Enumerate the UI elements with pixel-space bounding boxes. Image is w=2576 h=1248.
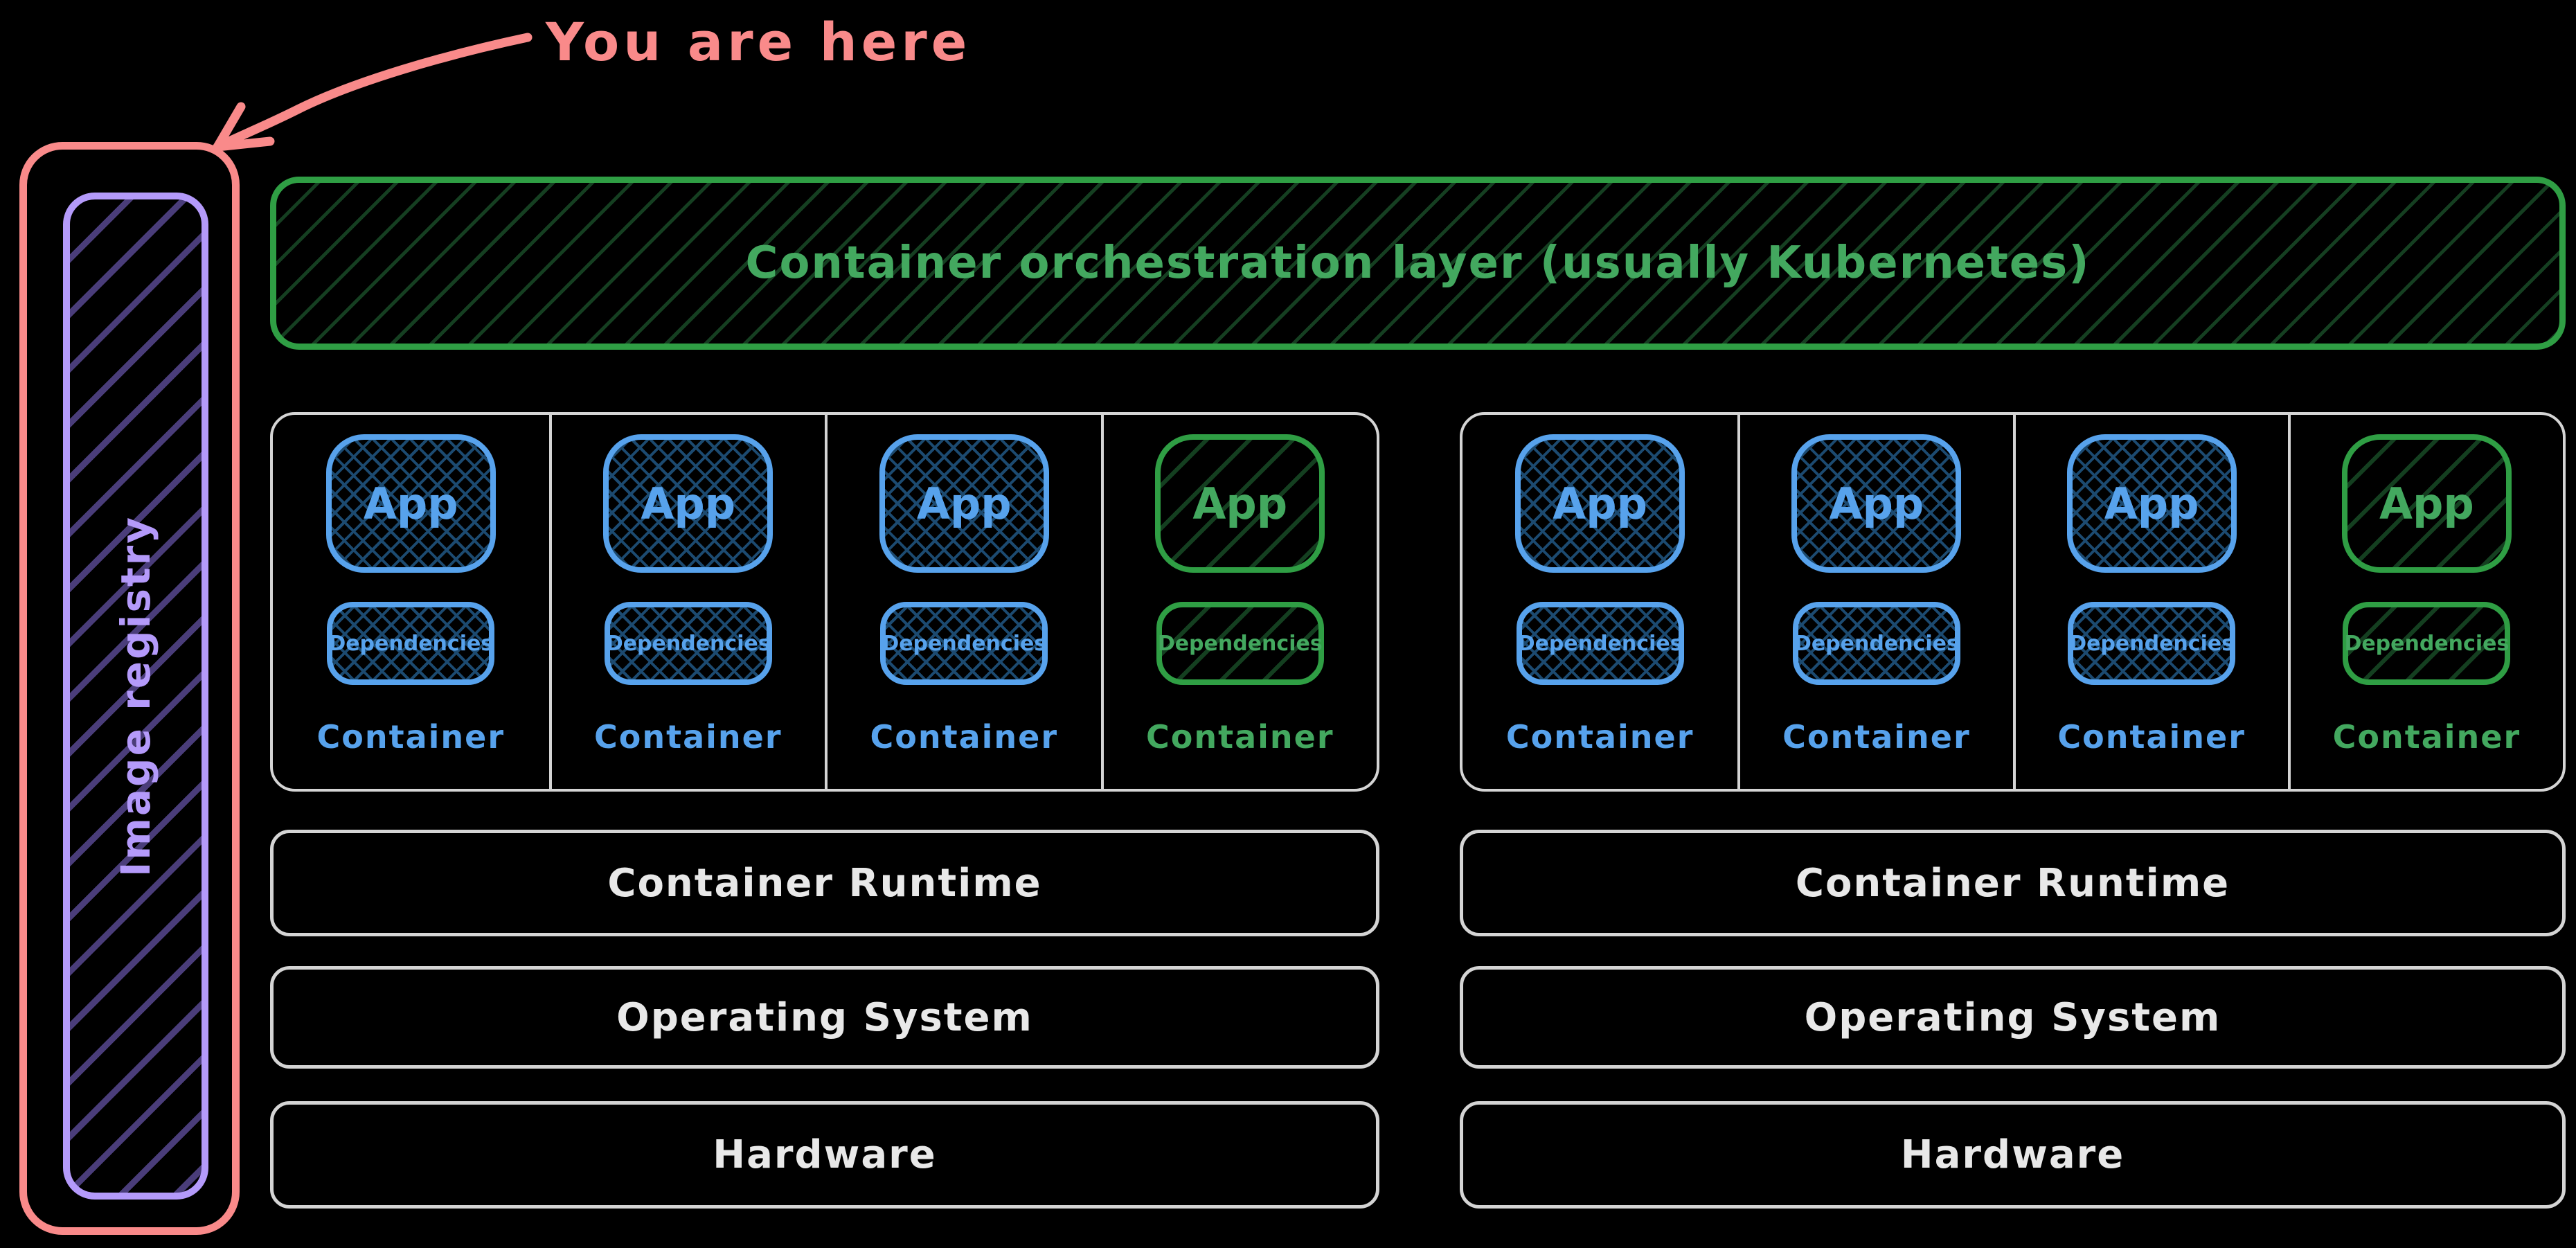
container-label: Container xyxy=(870,718,1059,756)
layer-box-container-runtime: Container Runtime xyxy=(1460,830,2566,936)
orchestration-layer-label: Container orchestration layer (usually K… xyxy=(745,238,2091,289)
app-label: App xyxy=(641,478,736,529)
dependencies-box: Dependencies xyxy=(1792,602,1960,685)
app-box: App xyxy=(1155,434,1325,573)
app-box: App xyxy=(1515,434,1685,573)
container-column: App Dependencies Container xyxy=(1737,415,2012,789)
container-label: Container xyxy=(2057,718,2246,756)
app-box: App xyxy=(1791,434,1962,573)
layer-label: Operating System xyxy=(616,995,1033,1040)
dependencies-label: Dependencies xyxy=(1517,631,1683,656)
app-box: App xyxy=(603,434,773,573)
dependencies-label: Dependencies xyxy=(1794,631,1959,656)
layer-label: Operating System xyxy=(1804,995,2221,1040)
layer-label: Hardware xyxy=(1900,1132,2125,1177)
orchestration-layer-box: Container orchestration layer (usually K… xyxy=(270,177,2566,350)
container-label: Container xyxy=(2332,718,2521,756)
dependencies-label: Dependencies xyxy=(605,631,771,656)
app-box: App xyxy=(2066,434,2237,573)
dependencies-box: Dependencies xyxy=(327,602,495,685)
container-column: App Dependencies Container xyxy=(2012,415,2288,789)
app-label: App xyxy=(1553,478,1647,529)
container-label: Container xyxy=(316,718,506,756)
app-label: App xyxy=(363,478,458,529)
container-column: App Dependencies Container xyxy=(1100,415,1377,789)
node-stack-2: App Dependencies Container App Dependenc… xyxy=(1460,412,2566,1209)
container-column: App Dependencies Container xyxy=(1463,415,1737,789)
layer-box-container-runtime: Container Runtime xyxy=(270,830,1379,936)
dependencies-label: Dependencies xyxy=(2344,631,2510,656)
dependencies-label: Dependencies xyxy=(328,631,494,656)
containers-group: App Dependencies Container App Dependenc… xyxy=(270,412,1379,792)
app-label: App xyxy=(916,478,1012,529)
app-label: App xyxy=(1192,478,1288,529)
layer-label: Container Runtime xyxy=(607,860,1042,906)
container-label: Container xyxy=(1782,718,1971,756)
dependencies-box: Dependencies xyxy=(2343,602,2511,685)
dependencies-label: Dependencies xyxy=(1157,631,1323,656)
containers-group: App Dependencies Container App Dependenc… xyxy=(1460,412,2566,792)
layer-box-hardware: Hardware xyxy=(1460,1101,2566,1209)
image-registry-inner-box: Image registry xyxy=(63,193,208,1200)
dependencies-box: Dependencies xyxy=(1156,602,1324,685)
layer-label: Container Runtime xyxy=(1795,860,2230,906)
image-registry-label: Image registry xyxy=(112,515,160,877)
layer-box-operating-system: Operating System xyxy=(270,966,1379,1069)
image-registry-box: Image registry xyxy=(19,142,240,1235)
container-column: App Dependencies Container xyxy=(2287,415,2563,789)
dependencies-box: Dependencies xyxy=(880,602,1048,685)
app-label: App xyxy=(2379,478,2474,529)
you-are-here-label: You are here xyxy=(546,11,972,73)
app-box: App xyxy=(2341,434,2512,573)
container-label: Container xyxy=(593,718,782,756)
app-box: App xyxy=(325,434,496,573)
node-stack-1: App Dependencies Container App Dependenc… xyxy=(270,412,1379,1209)
dependencies-box: Dependencies xyxy=(1516,602,1684,685)
layer-box-hardware: Hardware xyxy=(270,1101,1379,1209)
container-label: Container xyxy=(1505,718,1694,756)
dependencies-label: Dependencies xyxy=(2069,631,2235,656)
dependencies-box: Dependencies xyxy=(604,602,772,685)
app-label: App xyxy=(1829,478,1924,529)
layer-box-operating-system: Operating System xyxy=(1460,966,2566,1069)
container-column: App Dependencies Container xyxy=(825,415,1101,789)
app-box: App xyxy=(879,434,1049,573)
dependencies-box: Dependencies xyxy=(2068,602,2236,685)
container-column: App Dependencies Container xyxy=(273,415,549,789)
container-label: Container xyxy=(1145,718,1334,756)
app-label: App xyxy=(2104,478,2199,529)
dependencies-label: Dependencies xyxy=(882,631,1047,656)
container-column: App Dependencies Container xyxy=(548,415,825,789)
layer-label: Hardware xyxy=(713,1132,937,1177)
